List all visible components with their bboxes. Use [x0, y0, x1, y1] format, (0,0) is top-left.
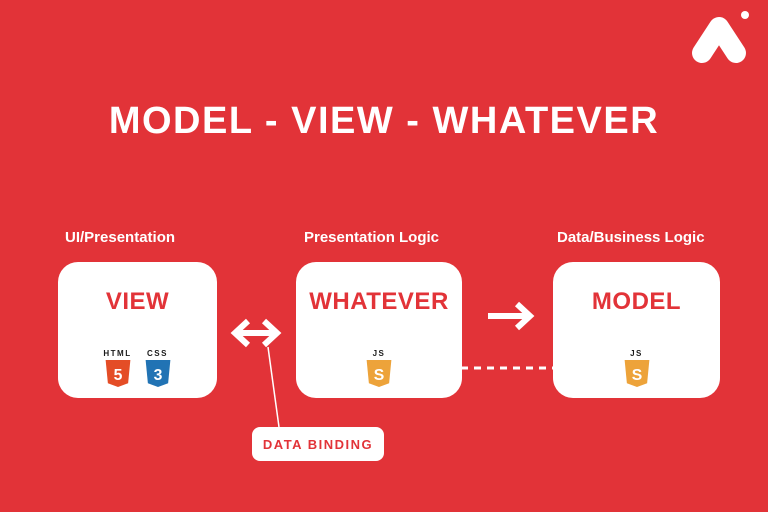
- css3-label: CSS: [147, 349, 168, 358]
- model-box: MODEL JS S: [553, 262, 720, 398]
- js-shield-icon: JS S: [622, 349, 652, 390]
- view-box-title: VIEW: [105, 288, 170, 315]
- column-label-ui-presentation: UI/Presentation: [65, 229, 176, 246]
- whatever-box-icons: JS S: [296, 349, 462, 390]
- js-label: JS: [630, 349, 643, 358]
- html5-shield-icon: HTML 5: [103, 349, 133, 390]
- svg-text:5: 5: [113, 367, 122, 384]
- right-arrow-icon: [488, 301, 535, 331]
- js-shield: S: [366, 360, 392, 387]
- svg-text:3: 3: [153, 367, 162, 384]
- double-arrow-icon: [230, 318, 282, 348]
- svg-text:S: S: [631, 367, 642, 384]
- html5-label: HTML: [103, 349, 132, 358]
- model-box-icons: JS S: [553, 349, 720, 390]
- js-label: JS: [372, 349, 386, 358]
- data-binding-tag: DATA BINDING: [252, 427, 384, 461]
- whatever-box-title: WHATEVER: [309, 288, 449, 315]
- view-box: VIEW HTML 5 CSS 3: [58, 262, 217, 398]
- data-binding-connector-line: [267, 346, 280, 428]
- whatever-box: WHATEVER JS S: [296, 262, 462, 398]
- css3-shield-icon: CSS 3: [143, 349, 173, 390]
- page-title: MODEL - VIEW - WHATEVER: [108, 100, 660, 142]
- brand-logo-icon: [692, 11, 749, 63]
- js-shield: S: [624, 360, 649, 387]
- js-shield-icon: JS S: [364, 349, 394, 390]
- column-label-presentation-logic: Presentation Logic: [304, 229, 440, 246]
- html5-shield: 5: [105, 360, 130, 387]
- svg-text:S: S: [374, 367, 385, 384]
- css3-shield: 3: [145, 360, 170, 387]
- column-label-data-business-logic: Data/Business Logic: [557, 229, 705, 246]
- view-box-icons: HTML 5 CSS 3: [58, 349, 217, 390]
- model-box-title: MODEL: [591, 288, 682, 315]
